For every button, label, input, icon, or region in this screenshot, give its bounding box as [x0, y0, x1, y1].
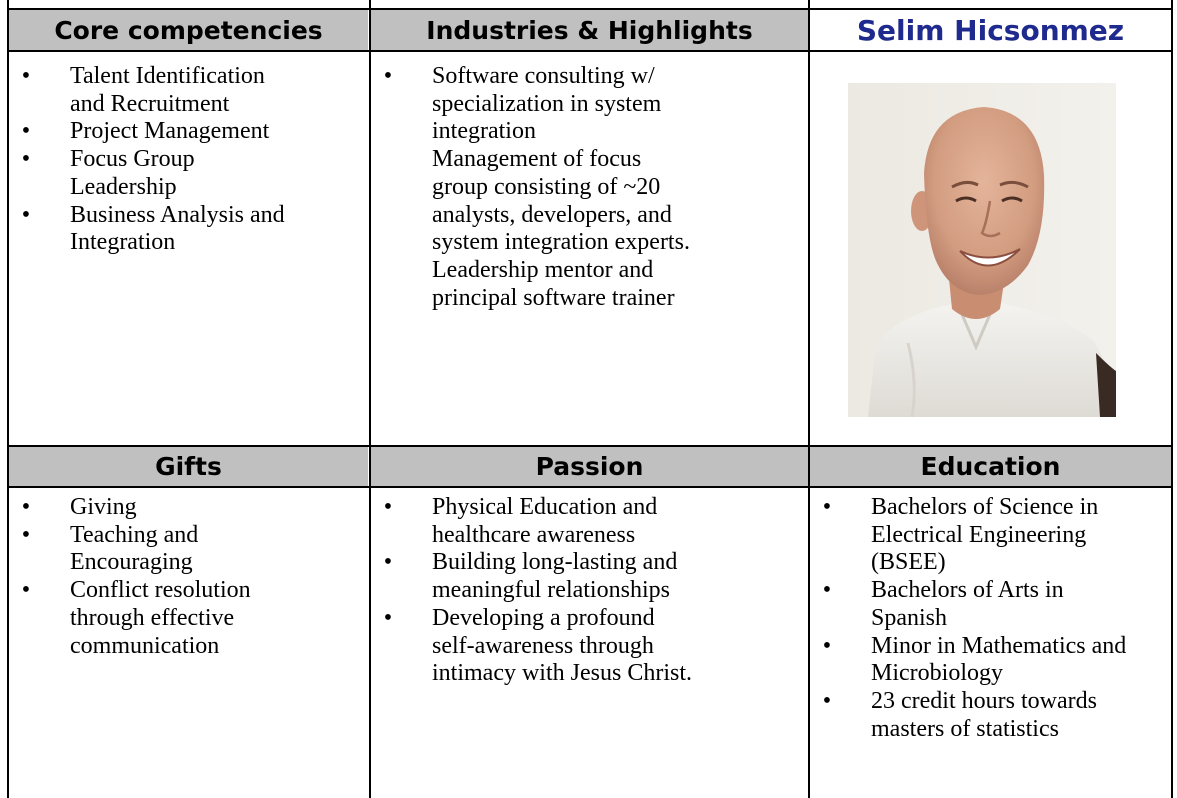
header-industries-highlights: Industries & Highlights: [371, 10, 808, 50]
header-divider-top: [7, 50, 1173, 52]
list-item: • Software consulting w/ specialization …: [374, 63, 804, 312]
bullet-icon: •: [383, 494, 393, 520]
bullet-icon: •: [822, 632, 832, 659]
bullet-icon: •: [21, 146, 31, 173]
bullet-icon: •: [21, 63, 31, 89]
list-item: •Project Management: [12, 118, 362, 146]
row-divider: [7, 445, 1173, 447]
bullet-icon: •: [383, 549, 393, 576]
list-item: •Giving: [12, 494, 362, 522]
bullet-icon: •: [822, 687, 832, 714]
header-gifts: Gifts: [9, 447, 368, 486]
bullet-icon: •: [822, 494, 832, 520]
table-border-left: [7, 0, 9, 798]
bullet-icon: •: [822, 577, 832, 604]
table-border-top: [7, 8, 1173, 10]
bullet-icon: •: [21, 521, 31, 548]
bullet-icon: •: [21, 201, 31, 228]
header-core-competencies: Core competencies: [9, 10, 368, 50]
bullet-icon: •: [21, 494, 31, 520]
header-education: Education: [810, 447, 1171, 486]
bullet-icon: •: [21, 118, 31, 145]
bullet-icon: •: [383, 63, 393, 89]
industries-list: • Software consulting w/ specialization …: [374, 63, 804, 312]
portrait-image: [848, 83, 1116, 417]
header-passion: Passion: [371, 447, 808, 486]
profile-photo: [848, 83, 1116, 417]
header-divider-bottom: [7, 486, 1173, 488]
bullet-icon: •: [383, 604, 393, 631]
candidate-name: Selim Hicsonmez: [810, 10, 1171, 50]
table-border-right: [1171, 0, 1173, 798]
column-divider-1: [369, 0, 371, 798]
column-divider-2: [808, 0, 810, 798]
bullet-icon: •: [21, 577, 31, 604]
